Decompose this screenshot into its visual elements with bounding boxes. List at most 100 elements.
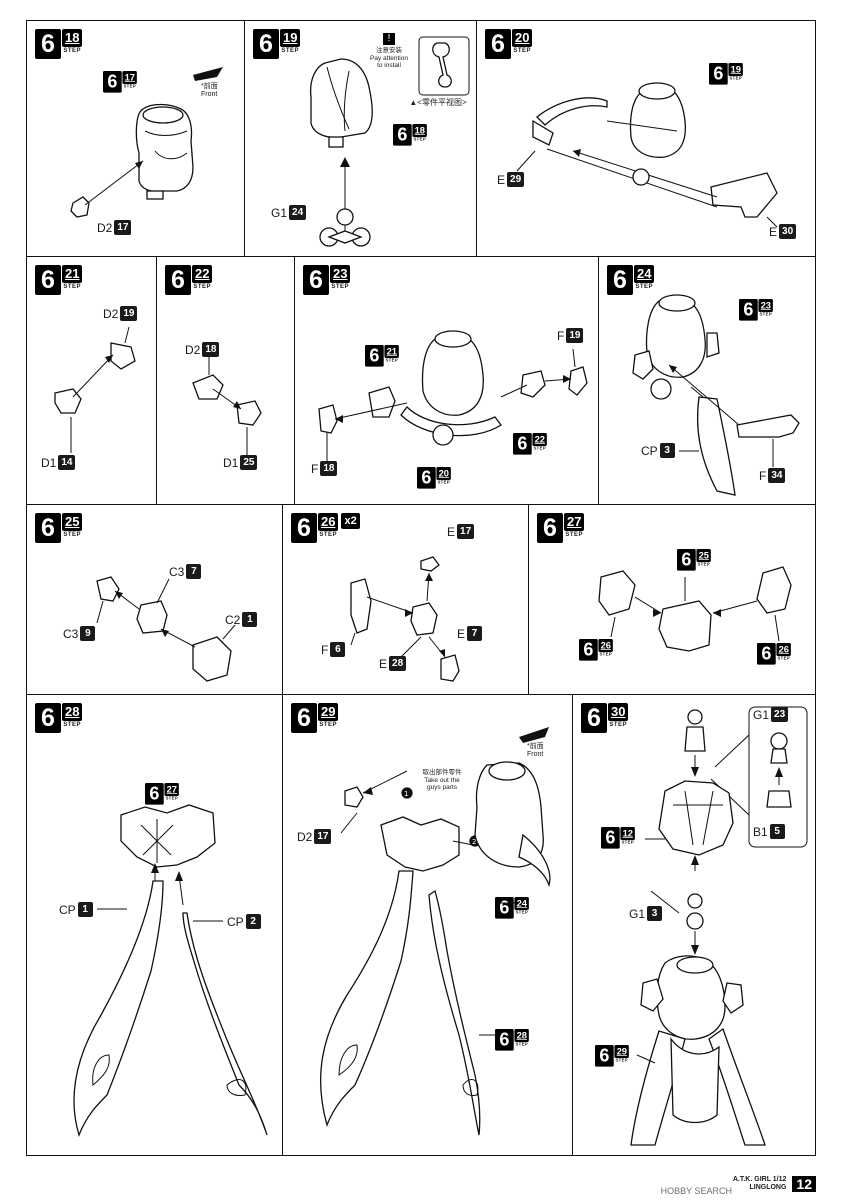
ref-word: STEP	[165, 796, 179, 801]
part-number: 1	[77, 902, 93, 917]
part-number: 7	[467, 626, 483, 641]
step-major-number: 6	[291, 513, 317, 543]
step-major-number: 6	[35, 265, 61, 295]
ref-major: 6	[103, 71, 122, 93]
ref-major: 6	[145, 783, 164, 805]
step-word: STEP	[319, 532, 338, 538]
part-code: G1	[753, 707, 770, 722]
footer-title: A.T.K. GIRL 1/12	[732, 1176, 787, 1183]
page-number: 12	[792, 1176, 816, 1192]
step-major-number: 6	[253, 29, 279, 59]
step-major-number: 6	[537, 513, 563, 543]
step-marker-1: 1	[404, 790, 408, 798]
front-zh: *前面	[201, 83, 218, 90]
footer-product: A.T.K. GIRL 1/12 LINGLONG	[733, 1176, 787, 1192]
part-code: D2	[185, 342, 201, 357]
part-code: D1	[223, 455, 239, 470]
ref-major: 6	[513, 433, 532, 455]
step-word: STEP	[331, 284, 350, 290]
step-minor-number: 21	[62, 265, 83, 283]
step-major-number: 6	[581, 703, 607, 733]
step-minor-number: 23	[330, 265, 351, 283]
step-major-number: 6	[485, 29, 511, 59]
ref-minor: 26	[598, 639, 614, 652]
step-word: STEP	[193, 284, 212, 290]
parts-drawing	[318, 330, 588, 461]
step-major-number: 6	[35, 29, 61, 59]
front-en: Front	[201, 91, 218, 98]
part-number: 34	[768, 468, 786, 483]
front-zh: *前面	[527, 743, 544, 750]
front-en: Front	[527, 751, 544, 758]
part-code: C3	[63, 626, 79, 641]
part-code: E	[457, 626, 466, 641]
part-number: 18	[320, 461, 338, 476]
remove-en2: guys parts	[427, 784, 457, 791]
part-number: 9	[80, 626, 96, 641]
part-number: 28	[389, 656, 407, 671]
ref-major: 6	[393, 124, 412, 146]
ref-major: 6	[739, 299, 758, 321]
part-code: E	[497, 172, 506, 187]
part-number: 19	[566, 328, 584, 343]
step-word: STEP	[319, 722, 338, 728]
ref-minor: 29	[614, 1045, 630, 1058]
step-major-number: 6	[35, 513, 61, 543]
part-number: 24	[289, 205, 307, 220]
ref-minor: 24	[514, 897, 530, 910]
step-minor-number: 22	[192, 265, 213, 283]
part-code: D1	[41, 455, 57, 470]
part-code: CP	[59, 902, 76, 917]
part-code: CP	[641, 443, 658, 458]
ref-minor: 23	[758, 299, 774, 312]
step-minor-number: 30	[608, 703, 629, 721]
part-number: 25	[240, 455, 258, 470]
step-major-number: 6	[607, 265, 633, 295]
ref-minor: 22	[532, 433, 548, 446]
step-word: STEP	[281, 48, 300, 54]
ref-major: 6	[495, 1029, 514, 1051]
part-code: G1	[271, 205, 288, 220]
parts-drawing	[630, 706, 808, 1146]
ref-word: STEP	[729, 76, 743, 81]
step-major-number: 6	[303, 265, 329, 295]
parts-drawing	[632, 294, 800, 496]
part-number: 14	[58, 455, 76, 470]
part-code: F	[557, 328, 565, 343]
ref-word: STEP	[385, 358, 399, 363]
part-number: 17	[314, 829, 332, 844]
caution-en2: to install	[377, 62, 401, 69]
step-word: STEP	[63, 48, 82, 54]
step-word: STEP	[609, 722, 628, 728]
part-code: C2	[225, 612, 241, 627]
parts-drawing	[350, 556, 460, 682]
remove-zh: 取出部件零件	[422, 769, 462, 776]
part-code: G1	[629, 906, 646, 921]
caution-zh: 注意安装	[376, 47, 402, 54]
